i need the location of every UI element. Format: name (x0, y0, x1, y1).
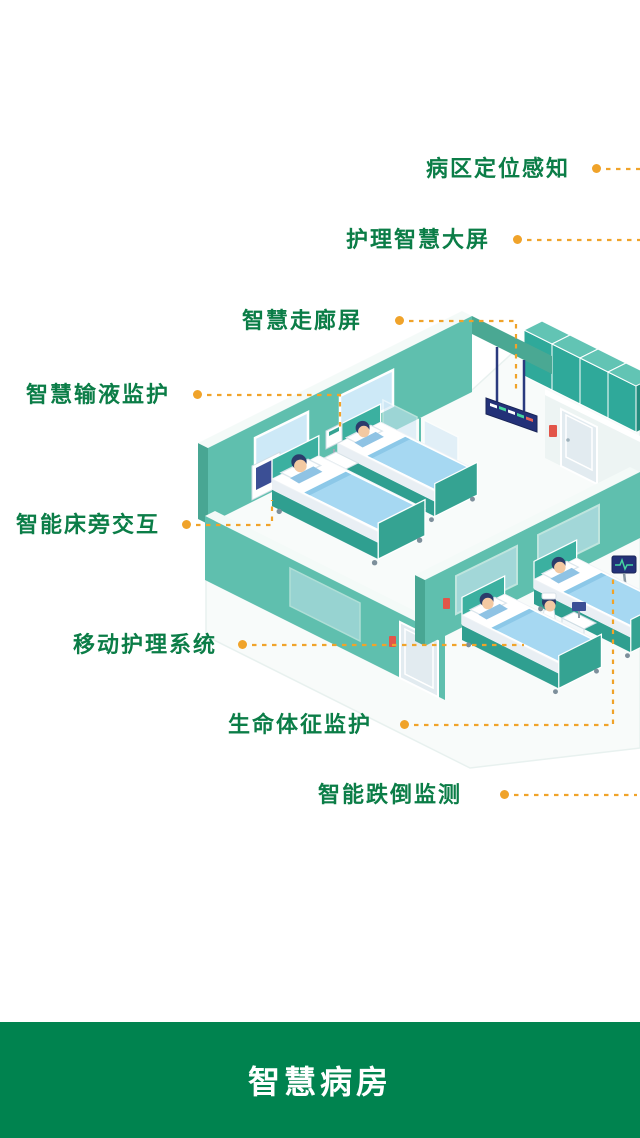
label-infusion-monitoring: 智慧输液监护 (25, 382, 170, 407)
corridor-screen (472, 316, 552, 433)
door-sign (443, 598, 450, 609)
room-partition-wall (205, 511, 455, 700)
vital-signs-monitor (611, 555, 637, 591)
leader-dot (182, 520, 191, 529)
glass-panel (289, 566, 361, 643)
label-mobile-nursing: 移动护理系统 (72, 632, 217, 657)
leader-dot (592, 164, 601, 173)
leader-dot (500, 790, 509, 799)
label-vital-signs: 生命体征监护 (227, 712, 372, 737)
leader-dot (238, 640, 247, 649)
door-sign (549, 425, 557, 437)
label-bedside-interaction: 智能床旁交互 (15, 512, 160, 537)
footer-bar: 智慧病房 (0, 1022, 640, 1138)
footer-title: 智慧病房 (247, 1064, 392, 1100)
label-fall-detection: 智能跌倒监测 (317, 782, 462, 807)
label-ward-positioning: 病区定位感知 (425, 156, 570, 181)
leader-lines (196, 167, 640, 797)
label-corridor-screen: 智慧走廊屏 (241, 308, 362, 333)
leader-dot (193, 390, 202, 399)
leader-dot (395, 316, 404, 325)
wardrobe-cabinets (522, 320, 640, 433)
label-nursing-dashboard: 护理智慧大屏 (345, 227, 490, 252)
leader-dot (400, 720, 409, 729)
leader-dot (513, 235, 522, 244)
